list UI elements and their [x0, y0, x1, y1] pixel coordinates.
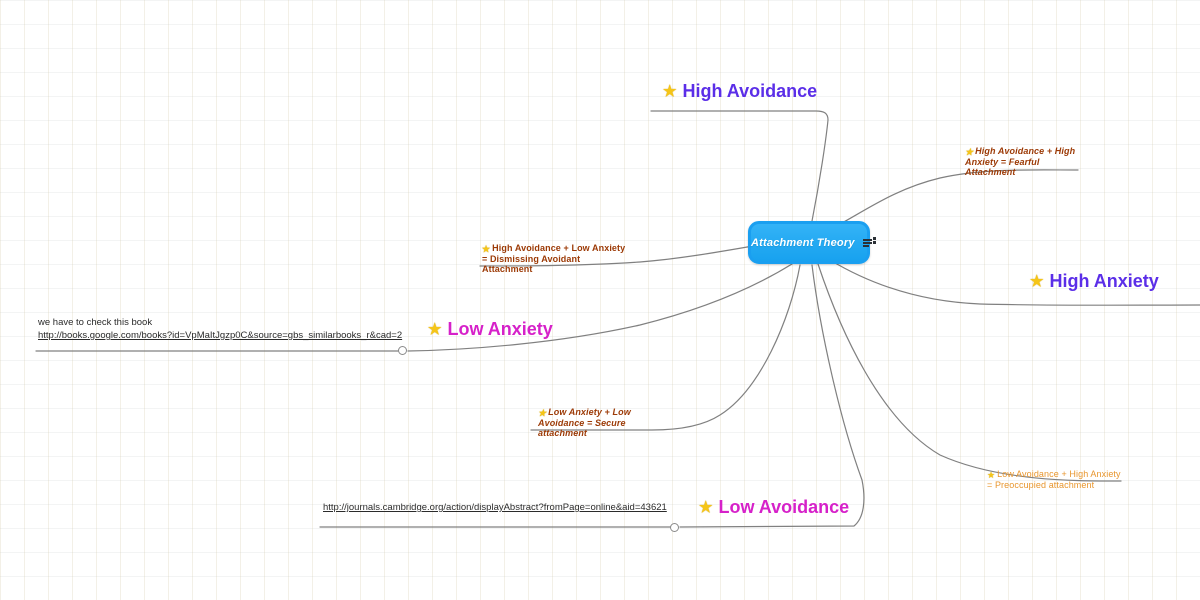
branch-high-anxiety[interactable]: ★ High Anxiety [1030, 271, 1159, 291]
note-icon[interactable] [862, 237, 876, 248]
branch-high-anxiety-label: High Anxiety [1049, 271, 1159, 291]
note-secure-attachment-text: Low Anxiety + Low Avoidance = Secure att… [538, 406, 631, 439]
star-icon: ★ [482, 243, 491, 254]
note-preoccupied-attachment-text: Low Avoidance + High Anxiety = Preoccupi… [987, 468, 1121, 490]
branch-high-avoidance-label: High Avoidance [682, 81, 818, 101]
link-dot-google-books[interactable] [398, 346, 407, 355]
star-icon: ★ [1030, 272, 1044, 290]
note-dismissing-avoidant-attachment[interactable]: ★High Avoidance + Low Anxiety = Dismissi… [482, 232, 625, 275]
central-node-label: Attachment Theory [751, 236, 855, 249]
connector-high-avoidance [650, 110, 829, 222]
note-fearful-attachment-text: High Avoidance + High Anxiety = Fearful … [965, 145, 1076, 178]
star-icon: ★ [987, 469, 996, 480]
leaf-google-books-comment: we have to check this book [38, 317, 153, 328]
branch-low-anxiety-label: Low Anxiety [447, 319, 553, 339]
note-secure-attachment[interactable]: ★Low Anxiety + Low Avoidance = Secure at… [538, 396, 631, 439]
leaf-cambridge-journals[interactable]: http://journals.cambridge.org/action/dis… [323, 501, 667, 514]
central-node[interactable]: Attachment Theory [748, 221, 876, 264]
branch-high-avoidance[interactable]: ★ High Avoidance [663, 81, 817, 101]
note-fearful-attachment[interactable]: ★High Avoidance + High Anxiety = Fearful… [965, 135, 1075, 178]
note-dismissing-avoidant-attachment-text: High Avoidance + Low Anxiety = Dismissin… [482, 242, 626, 275]
branch-low-avoidance-label: Low Avoidance [718, 497, 850, 517]
branch-low-anxiety[interactable]: ★ Low Anxiety [428, 319, 553, 339]
leaf-google-books[interactable]: we have to check this book http://books.… [38, 316, 402, 342]
star-icon: ★ [965, 146, 974, 157]
note-preoccupied-attachment[interactable]: ★Low Avoidance + High Anxiety = Preoccup… [987, 458, 1121, 490]
link-dot-cambridge-journals[interactable] [670, 523, 679, 532]
connector-low-avoidance [679, 264, 865, 528]
leaf-google-books-url[interactable]: http://books.google.com/books?id=VpMaItJ… [38, 330, 403, 341]
branch-low-avoidance[interactable]: ★ Low Avoidance [699, 497, 849, 517]
star-icon: ★ [538, 407, 547, 418]
leaf-cambridge-journals-url[interactable]: http://journals.cambridge.org/action/dis… [323, 502, 667, 513]
star-icon: ★ [699, 498, 713, 516]
connector-preoccupied-attachment [817, 263, 1122, 482]
star-icon: ★ [428, 320, 442, 338]
star-icon: ★ [663, 82, 677, 100]
